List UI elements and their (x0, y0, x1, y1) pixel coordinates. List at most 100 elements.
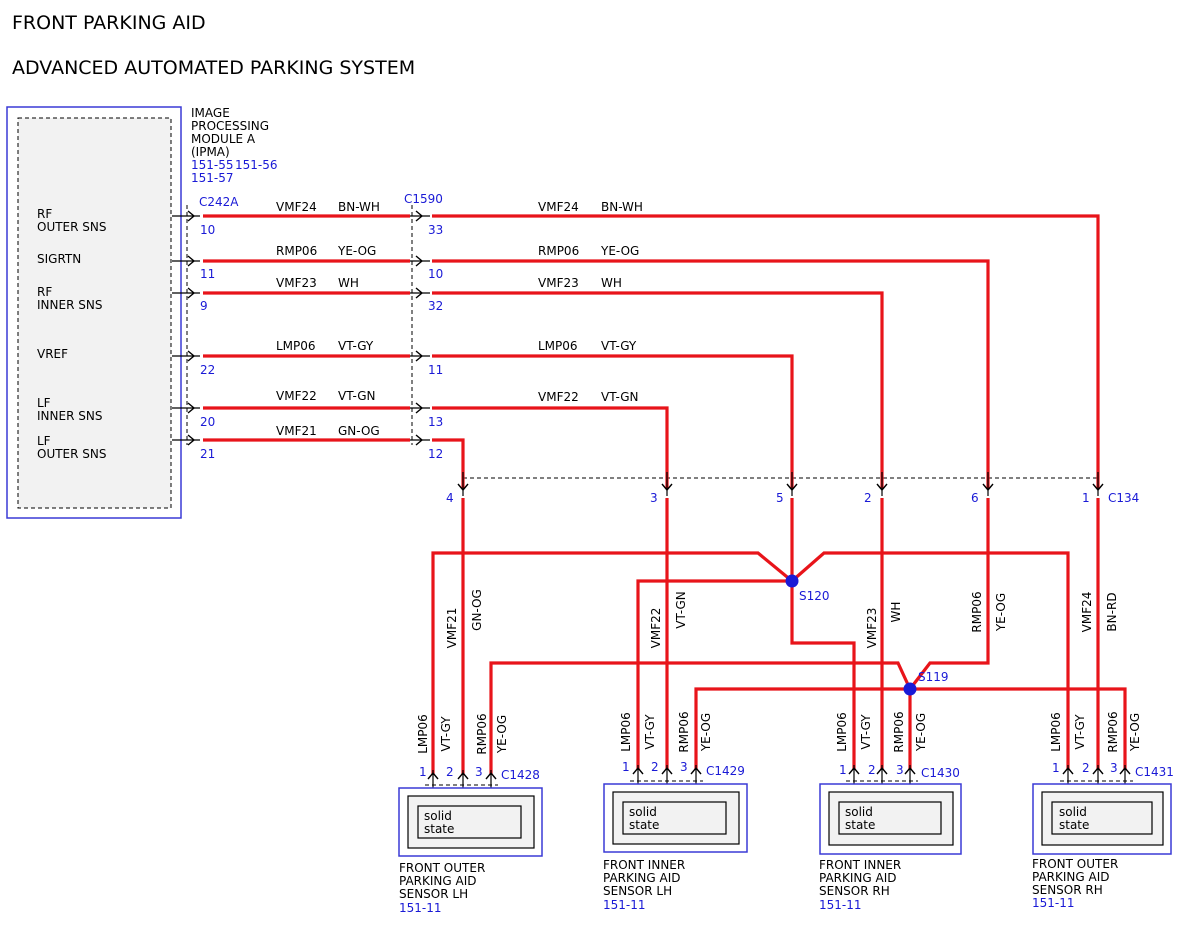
sensor-reference-link[interactable]: 151-11 (819, 898, 862, 912)
solid-state-label: state (845, 818, 875, 832)
sensor-reference-link[interactable]: 151-11 (603, 898, 646, 912)
wires-c1590-to-c134 (432, 214, 1100, 488)
ipma-reference-link[interactable]: 151-55 (191, 158, 234, 172)
ipma-inner-box (17, 117, 172, 509)
wire-circuit: RMP06 (970, 591, 984, 632)
wire-circuit: VMF23 (276, 276, 317, 290)
c242a-pin-numbers: 10 11 9 22 20 21 (200, 223, 215, 461)
pin-number: 4 (446, 491, 454, 505)
wire-circuit: RMP06 (538, 244, 579, 258)
sensor-name: FRONT OUTER (1032, 857, 1118, 871)
pin-label-rf-inner: INNER SNS (37, 298, 102, 312)
ipma-name-line: MODULE A (191, 132, 256, 146)
pin-number: 2 (864, 491, 872, 505)
pin-number: 10 (428, 267, 443, 281)
wire-circuit: LMP06 (1049, 712, 1063, 752)
sensor-front-inner-rh[interactable]: LMP06 VT-GY RMP06 YE-OG 1 2 3 C1430 soli… (819, 711, 962, 912)
wire-labels-left: VMF24 BN-WH RMP06 YE-OG VMF23 WH LMP06 V… (276, 200, 380, 438)
wire-color: YE-OG (994, 593, 1008, 632)
pin-number: 2 (1082, 761, 1090, 775)
pin-label-rf-outer: OUTER SNS (37, 220, 107, 234)
pin-label-rf-outer: RF (37, 207, 52, 221)
connector-outlines (186, 205, 1098, 479)
wire-color: BN-WH (601, 200, 643, 214)
sensor-front-outer-lh[interactable]: LMP06 VT-GY RMP06 YE-OG 1 2 3 C1428 soli… (398, 713, 543, 915)
wire-circuit: RMP06 (892, 711, 906, 752)
solid-state-block (838, 801, 942, 835)
sensor-connector: C1428 (501, 768, 540, 782)
sensor-reference-link[interactable]: 151-11 (399, 901, 442, 915)
pin-label-lf-inner: LF (37, 396, 51, 410)
sensor-name: FRONT OUTER (399, 861, 485, 875)
ipma-reference-link[interactable]: 151-56 (235, 158, 278, 172)
pin-number: 3 (896, 763, 904, 777)
wire-circuit: VMF23 (865, 608, 879, 649)
pin-number: 9 (200, 299, 208, 313)
wire-circuit: VMF23 (538, 276, 579, 290)
wire-color: GN-OG (470, 589, 484, 631)
pin-label-lf-inner: INNER SNS (37, 409, 102, 423)
connector-c242a: C242A (199, 195, 239, 209)
wire-circuit: VMF21 (445, 608, 459, 649)
wire-color: WH (889, 602, 903, 623)
wire-circuit: LMP06 (619, 712, 633, 752)
vertical-wire-labels: VMF21 GN-OG VMF22 VT-GN VMF23 WH RMP06 Y… (445, 589, 1119, 648)
splice-s119-dot (903, 682, 917, 696)
sensor-front-inner-lh[interactable]: LMP06 VT-GY RMP06 YE-OG 1 2 3 C1429 soli… (603, 711, 748, 912)
c1590-pin-numbers: 33 10 32 11 13 12 (428, 223, 443, 461)
wire-circuit: VMF24 (538, 200, 579, 214)
pin-number: 2 (651, 760, 659, 774)
pin-number: 2 (868, 763, 876, 777)
pin-number: 10 (200, 223, 215, 237)
splice-s120-label: S120 (799, 589, 830, 603)
solid-state-label: solid (1059, 805, 1087, 819)
wire-color: VT-GN (601, 390, 638, 404)
sensor-name: SENSOR RH (1032, 883, 1103, 897)
diagram-subtitle: ADVANCED AUTOMATED PARKING SYSTEM (12, 57, 415, 79)
solid-state-label: solid (845, 805, 873, 819)
solid-state-label: state (1059, 818, 1089, 832)
wire-circuit: RMP06 (475, 713, 489, 754)
pin-label-rf-inner: RF (37, 285, 52, 299)
wire-color: YE-OG (1128, 713, 1142, 752)
wire-circuit: VMF24 (276, 200, 317, 214)
wire-color: YE-OG (699, 713, 713, 752)
solid-state-label: state (629, 818, 659, 832)
pin-number: 22 (200, 363, 215, 377)
wire-labels-right: VMF24 BN-WH RMP06 YE-OG VMF23 WH LMP06 V… (538, 200, 643, 404)
wire-color: VT-GY (643, 714, 657, 750)
wire-circuit: LMP06 (538, 339, 578, 353)
wire-color: WH (601, 276, 622, 290)
wire-color: YE-OG (600, 244, 639, 258)
sensor-front-outer-rh[interactable]: LMP06 VT-GY RMP06 YE-OG 1 2 3 C1431 soli… (1032, 711, 1174, 910)
lower-harness-wires (431, 498, 1127, 775)
pin-number: 1 (419, 765, 427, 779)
pin-label-lf-outer: LF (37, 434, 51, 448)
wire-circuit: VMF21 (276, 424, 317, 438)
wire-circuit: RMP06 (1106, 711, 1120, 752)
sensor-connector: C1430 (921, 766, 960, 780)
diagram-title: FRONT PARKING AID (12, 12, 206, 34)
pin-number: 13 (428, 415, 443, 429)
wire-color: VT-GN (338, 389, 375, 403)
wire-circuit: VMF22 (276, 389, 317, 403)
sensor-name: PARKING AID (1032, 870, 1110, 884)
sensor-connector: C1431 (1135, 765, 1174, 779)
wires-module-to-c1590 (203, 214, 410, 442)
sensor-reference-link[interactable]: 151-11 (1032, 896, 1075, 910)
pin-number: 20 (200, 415, 215, 429)
c134-terminals: 4 3 5 2 6 1 (446, 472, 1104, 505)
pin-number: 1 (1052, 761, 1060, 775)
sensor-name: FRONT INNER (819, 858, 901, 872)
wire-color: BN-WH (338, 200, 380, 214)
pin-label-lf-outer: OUTER SNS (37, 447, 107, 461)
pin-number: 3 (1110, 761, 1118, 775)
connector-c134: C134 (1108, 491, 1139, 505)
pin-number: 1 (1082, 491, 1090, 505)
pin-number: 3 (475, 765, 483, 779)
wire-color: GN-OG (338, 424, 380, 438)
solid-state-label: state (424, 822, 454, 836)
ipma-name: IMAGE PROCESSING MODULE A (IPMA) 151-55 … (191, 106, 278, 185)
connector-c1590: C1590 (404, 192, 443, 206)
ipma-reference-link[interactable]: 151-57 (191, 171, 234, 185)
